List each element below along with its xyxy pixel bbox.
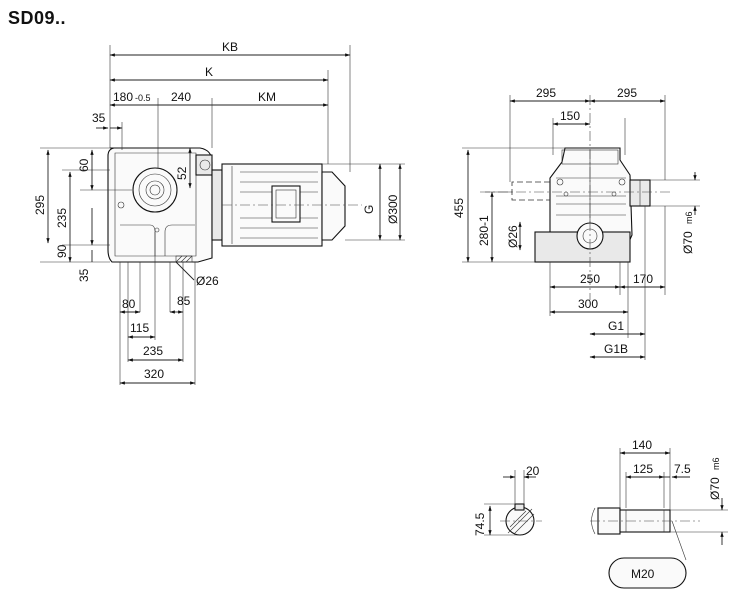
dim-455: 455 (452, 198, 466, 218)
dim-85: 85 (177, 294, 191, 308)
dim-74-5: 74.5 (473, 512, 487, 536)
dim-52: 52 (175, 166, 189, 180)
hidden-input-shaft (511, 181, 550, 201)
dim-235: 235 (55, 208, 69, 228)
drawing-title: SD09.. (8, 8, 67, 28)
dim-90: 90 (55, 244, 69, 258)
dim-kb: KB (222, 40, 238, 54)
dim-150: 150 (560, 109, 580, 123)
shaft-end: 140 125 7.5 Ø70 m6 M20 (590, 438, 728, 589)
dim-70-end: Ø70 (681, 231, 695, 254)
dim-g1b: G1B (604, 342, 628, 356)
dim-300: Ø300 (386, 194, 400, 224)
dim-295: 295 (33, 195, 47, 215)
dim-70-shaft-tol: m6 (711, 457, 721, 470)
dim-35-top: 35 (92, 111, 106, 125)
dim-k: K (205, 65, 213, 79)
dim-80: 80 (122, 297, 136, 311)
end-view: 295 295 150 455 280-1 Ø26 Ø70 m6 250 170… (452, 86, 700, 360)
dim-km: KM (258, 90, 276, 104)
dim-295-left: 295 (536, 86, 556, 100)
shaft-section: 20 74.5 (473, 464, 542, 536)
foot-hatch (175, 255, 193, 263)
dim-26-end: Ø26 (506, 225, 520, 248)
dim-235-bottom: 235 (143, 344, 163, 358)
dim-280: 280-1 (477, 215, 491, 246)
dim-26: Ø26 (196, 274, 219, 288)
dim-180: 180 (113, 90, 133, 104)
dim-300-end: 300 (578, 297, 598, 311)
dim-g: G (362, 205, 376, 214)
dim-295-right: 295 (617, 86, 637, 100)
motor-adapter (211, 169, 223, 241)
dim-125: 125 (633, 462, 653, 476)
dim-115: 115 (130, 321, 149, 335)
thread-callout (608, 557, 687, 589)
dim-g1: G1 (608, 319, 624, 333)
dim-70-end-tol: m6 (684, 211, 694, 224)
dim-70-shaft: Ø70 (708, 477, 722, 500)
dim-60: 60 (77, 158, 91, 172)
dim-180-tol: -0.5 (135, 93, 151, 103)
motor-fan-cover (321, 171, 346, 241)
dim-170: 170 (633, 272, 653, 286)
flange-lug (195, 154, 213, 176)
terminal-box (271, 185, 301, 223)
keyway (514, 503, 525, 511)
dim-240: 240 (171, 90, 191, 104)
dim-7-5: 7.5 (674, 462, 691, 476)
dim-m20: M20 (631, 567, 655, 581)
dim-320: 320 (144, 367, 164, 381)
dim-20: 20 (526, 464, 540, 478)
output-bore-outer (132, 167, 178, 213)
dim-140: 140 (632, 438, 652, 452)
side-view: KB K 180 -0.5 240 KM 35 295 235 60 90 35… (33, 40, 405, 385)
dim-35-bot: 35 (77, 268, 91, 282)
dim-250: 250 (580, 272, 600, 286)
